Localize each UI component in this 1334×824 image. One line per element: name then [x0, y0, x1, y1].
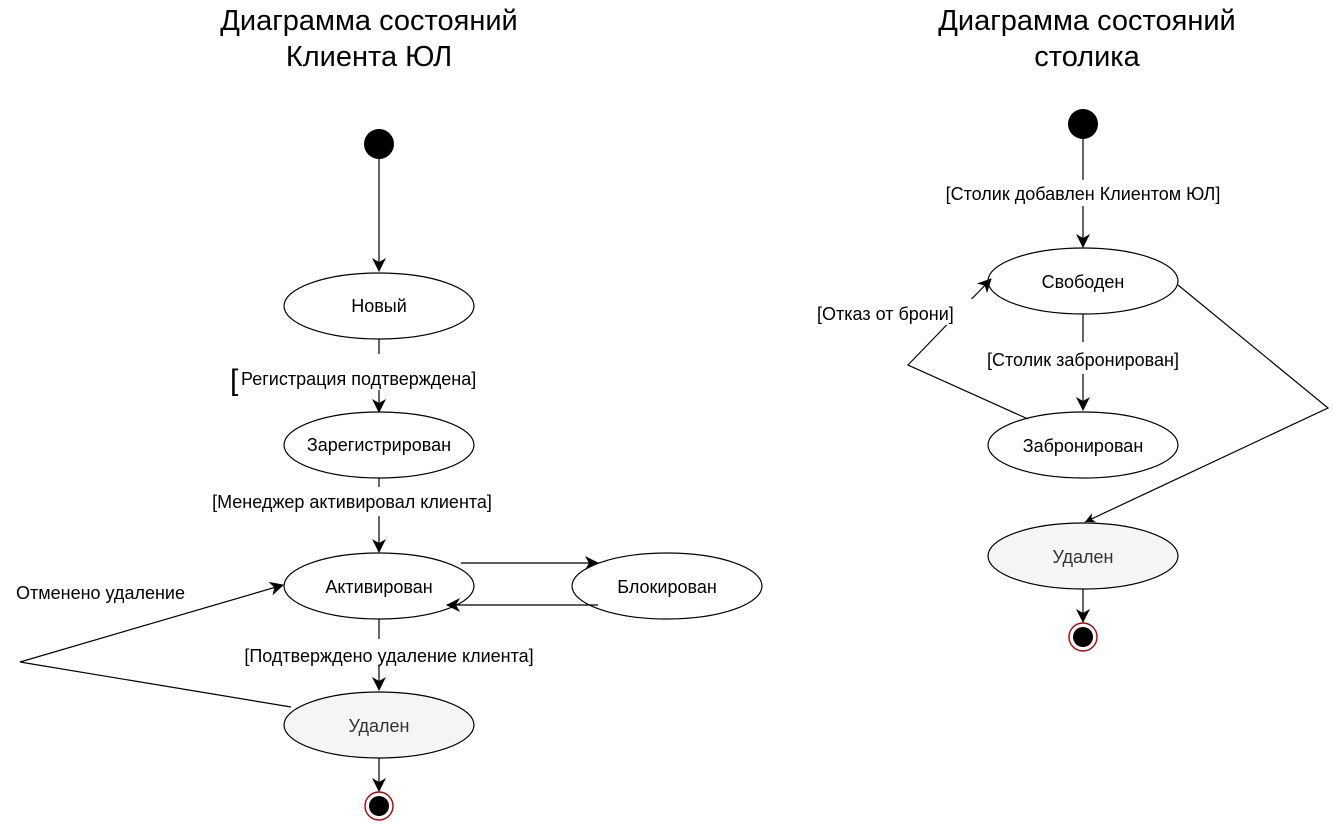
edge-label-deletion-confirmed: [Подтверждено удаление клиента]	[244, 646, 533, 666]
edge-label-refused-bg	[815, 299, 985, 325]
edge-label-table-booked: [Столик забронирован]	[987, 350, 1179, 370]
state-free-label: Свободен	[1042, 272, 1125, 292]
left-final-node-core	[369, 796, 389, 816]
state-right-deleted-label: Удален	[1053, 547, 1114, 567]
right-final-node-core	[1073, 627, 1093, 647]
state-booked-label: Забронирован	[1023, 436, 1144, 456]
edge-label-registration: Регистрация подтверждена]	[241, 369, 476, 389]
state-left-deleted-label: Удален	[349, 716, 410, 736]
client-state-diagram: Диаграмма состояний Клиента ЮЛ Новый [ Р…	[16, 5, 763, 821]
left-title-line2: Клиента ЮЛ	[286, 41, 452, 73]
right-title-line2: столика	[1034, 41, 1140, 73]
edge-label-deletion-cancelled: Отменено удаление	[16, 583, 185, 603]
edge-label-deletion-bg	[208, 639, 570, 665]
left-edge-deleted-to-activated	[19, 581, 292, 708]
edge-label-table-added: [Столик добавлен Клиентом ЮЛ]	[946, 184, 1221, 204]
state-blocked-label: Блокирован	[617, 577, 717, 597]
edge-label-registration-bracket: [	[230, 364, 239, 397]
state-booked	[987, 411, 1179, 479]
left-initial-node	[364, 129, 394, 159]
right-initial-node	[1068, 109, 1098, 139]
edge-label-booking-refused: [Отказ от брони]	[817, 304, 954, 324]
edge-label-manager-activated: [Менеджер активировал клиента]	[212, 492, 492, 512]
right-title-line1: Диаграмма состояний	[938, 5, 1236, 37]
state-activated-label: Активирован	[325, 577, 432, 597]
left-title-line1: Диаграмма состояний	[220, 5, 518, 37]
state-registered-label: Зарегистрирован	[307, 435, 451, 455]
right-edge-free-to-deleted	[1084, 284, 1330, 523]
state-new-label: Новый	[351, 296, 407, 316]
table-state-diagram: Диаграмма состояний столика [Столик доба…	[815, 5, 1330, 652]
state-blocked	[571, 552, 763, 620]
